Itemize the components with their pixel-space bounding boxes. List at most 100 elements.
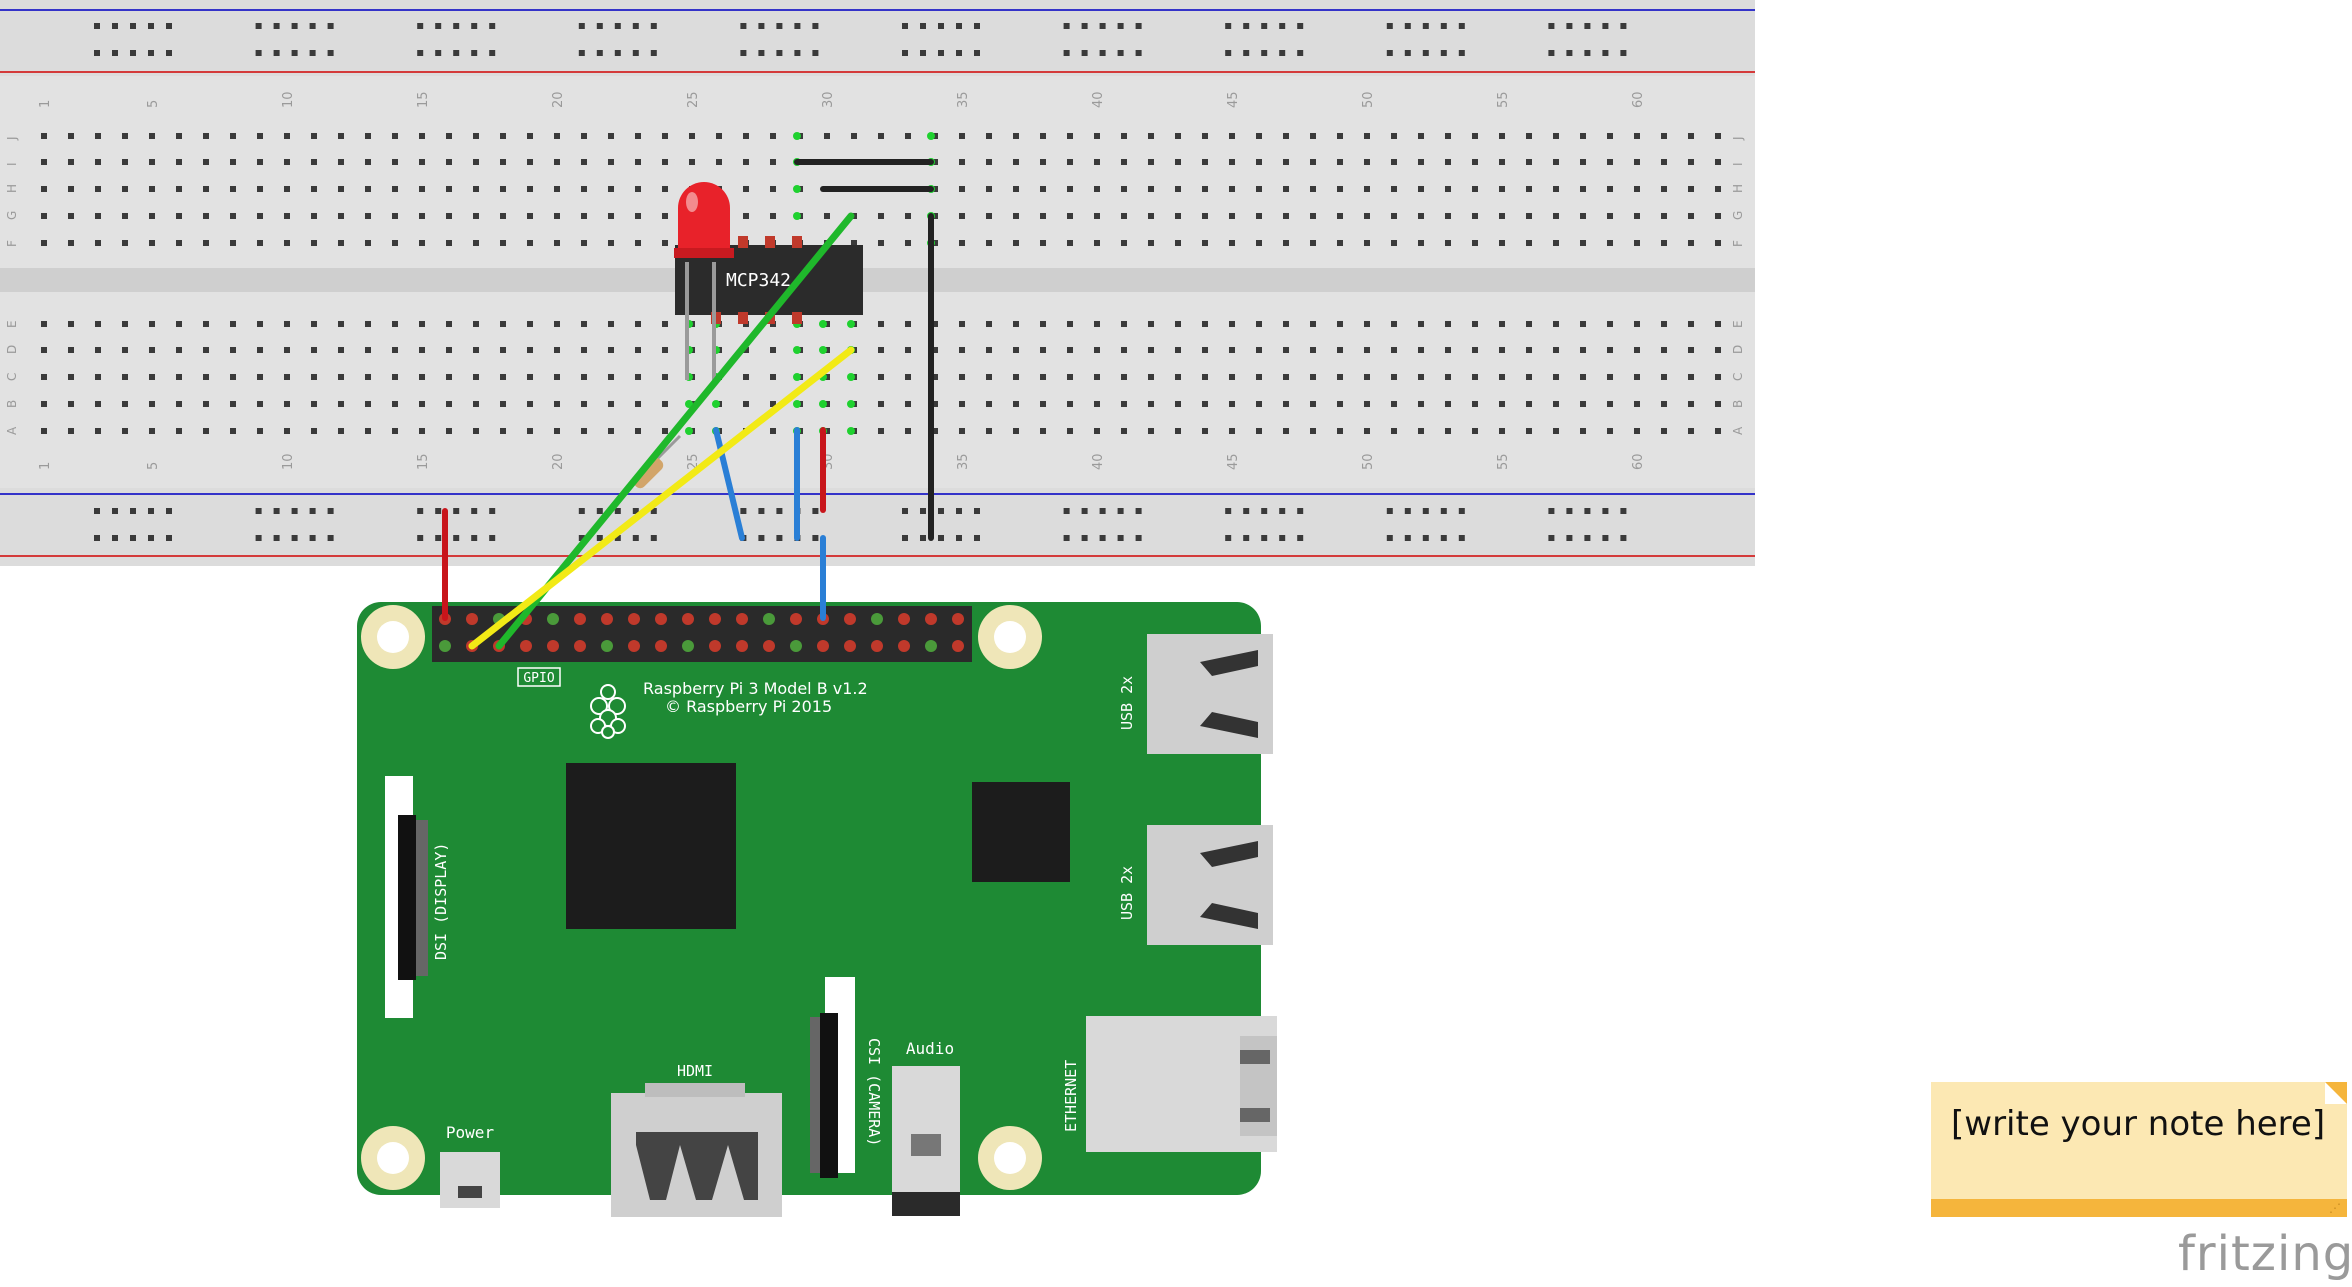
breadboard-hole[interactable] (149, 133, 155, 139)
breadboard-hole[interactable] (1148, 401, 1154, 407)
breadboard-hole[interactable] (554, 428, 560, 434)
breadboard-hole[interactable] (203, 240, 209, 246)
breadboard-hole[interactable] (1094, 213, 1100, 219)
gpio-pin[interactable] (844, 613, 856, 625)
rail-hole[interactable] (1404, 508, 1411, 514)
breadboard-hole[interactable] (1283, 401, 1289, 407)
breadboard-hole[interactable] (878, 428, 884, 434)
breadboard-hole[interactable] (68, 240, 74, 246)
rail-hole[interactable] (1458, 50, 1465, 56)
breadboard-hole[interactable] (1553, 347, 1559, 353)
breadboard-hole[interactable] (1121, 133, 1127, 139)
rail-hole[interactable] (956, 535, 962, 541)
breadboard-hole[interactable] (392, 347, 398, 353)
breadboard-hole[interactable] (1310, 428, 1316, 434)
rail-hole[interactable] (255, 50, 262, 56)
breadboard-hole[interactable] (41, 159, 47, 165)
breadboard-hole[interactable] (1607, 159, 1613, 165)
rail-hole[interactable] (1225, 50, 1232, 56)
rail-hole[interactable] (578, 535, 585, 541)
breadboard-hole[interactable] (581, 428, 587, 434)
breadboard-hole[interactable] (581, 240, 587, 246)
breadboard-hole[interactable] (527, 186, 533, 192)
breadboard-hole[interactable] (1256, 374, 1262, 380)
breadboard-hole[interactable] (176, 321, 182, 327)
breadboard-hole[interactable] (1094, 374, 1100, 380)
breadboard-hole[interactable] (608, 321, 614, 327)
rail-hole[interactable] (1117, 23, 1124, 29)
breadboard-hole[interactable] (608, 186, 614, 192)
rail-hole[interactable] (1261, 50, 1268, 56)
rail-hole[interactable] (1602, 535, 1609, 541)
breadboard-hole[interactable] (905, 347, 911, 353)
rail-hole[interactable] (1279, 508, 1286, 514)
breadboard-hole[interactable] (1445, 240, 1451, 246)
breadboard-hole[interactable] (1013, 401, 1019, 407)
rail-hole[interactable] (166, 50, 172, 56)
rail-hole[interactable] (920, 535, 926, 541)
rail-hole[interactable] (956, 508, 962, 514)
rail-hole[interactable] (614, 50, 621, 56)
rail-hole[interactable] (453, 508, 460, 514)
breadboard-hole[interactable] (1445, 186, 1451, 192)
breadboard-hole[interactable] (500, 240, 506, 246)
breadboard-hole[interactable] (1526, 133, 1532, 139)
rail-hole[interactable] (1386, 23, 1393, 29)
rail-hole[interactable] (1261, 23, 1268, 29)
breadboard-hole[interactable] (1715, 186, 1721, 192)
rail-hole[interactable] (1063, 23, 1070, 29)
breadboard-hole[interactable] (230, 321, 236, 327)
breadboard-hole[interactable] (905, 133, 911, 139)
gpio-pin[interactable] (628, 640, 640, 652)
rail-hole[interactable] (94, 535, 100, 541)
rail-hole[interactable] (453, 50, 460, 56)
breadboard-hole[interactable] (419, 240, 425, 246)
gpio-pin[interactable] (790, 640, 802, 652)
rail-hole[interactable] (417, 535, 424, 541)
breadboard-hole[interactable] (1121, 374, 1127, 380)
breadboard-hole[interactable] (1202, 428, 1208, 434)
breadboard-hole[interactable] (1310, 347, 1316, 353)
rail-hole[interactable] (1548, 23, 1555, 29)
breadboard-hole[interactable] (1472, 401, 1478, 407)
breadboard-hole[interactable] (1148, 347, 1154, 353)
red-led[interactable] (674, 182, 734, 380)
rail-hole[interactable] (471, 508, 478, 514)
breadboard-hole[interactable] (473, 401, 479, 407)
breadboard-hole[interactable] (41, 186, 47, 192)
breadboard-hole[interactable] (500, 159, 506, 165)
breadboard-hole[interactable] (1688, 240, 1694, 246)
breadboard-hole[interactable] (581, 321, 587, 327)
rail-hole[interactable] (938, 50, 944, 56)
breadboard-hole[interactable] (770, 213, 776, 219)
breadboard-hole[interactable] (1283, 159, 1289, 165)
breadboard-hole[interactable] (1418, 213, 1424, 219)
breadboard-hole[interactable] (1256, 159, 1262, 165)
breadboard-hole[interactable] (662, 213, 668, 219)
breadboard-hole[interactable] (1472, 240, 1478, 246)
rail-hole[interactable] (417, 508, 424, 514)
breadboard-hole[interactable] (365, 240, 371, 246)
breadboard-hole[interactable] (1121, 347, 1127, 353)
breadboard-hole[interactable] (527, 374, 533, 380)
breadboard-hole[interactable] (257, 401, 263, 407)
rail-hole[interactable] (974, 535, 980, 541)
rail-hole[interactable] (650, 508, 657, 514)
breadboard-hole[interactable] (473, 133, 479, 139)
breadboard-hole[interactable] (527, 347, 533, 353)
breadboard-hole[interactable] (1067, 428, 1073, 434)
breadboard-hole[interactable] (203, 321, 209, 327)
breadboard-hole[interactable] (446, 186, 452, 192)
breadboard-hole[interactable] (662, 321, 668, 327)
breadboard-hole[interactable] (1634, 321, 1640, 327)
note[interactable]: [write your note here] ⋰ (1931, 1082, 2347, 1217)
breadboard-hole[interactable] (149, 401, 155, 407)
rail-hole[interactable] (1422, 50, 1429, 56)
breadboard-hole[interactable] (1418, 159, 1424, 165)
rail-hole[interactable] (471, 535, 478, 541)
breadboard-hole[interactable] (1094, 159, 1100, 165)
breadboard-hole[interactable] (851, 133, 857, 139)
breadboard-hole[interactable] (419, 213, 425, 219)
breadboard-hole[interactable] (473, 186, 479, 192)
rail-hole[interactable] (1081, 535, 1088, 541)
